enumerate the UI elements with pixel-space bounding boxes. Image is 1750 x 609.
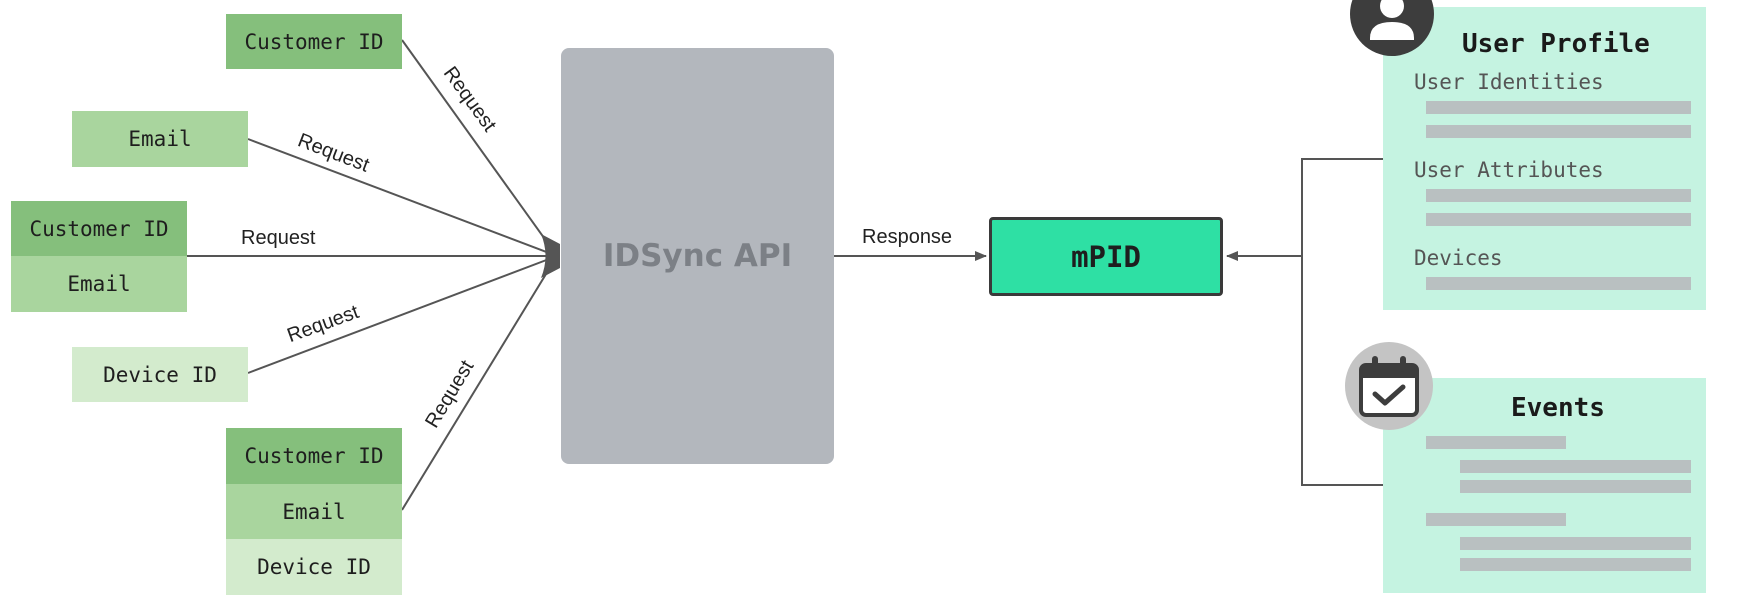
- customer-id-box: Customer ID: [226, 428, 402, 484]
- user-identities-label: User Identities: [1414, 70, 1604, 94]
- bracket-line: [1301, 158, 1383, 486]
- placeholder-bar: [1426, 213, 1691, 226]
- request-line-2: [247, 138, 558, 257]
- events-panel: Events: [1383, 378, 1706, 593]
- placeholder-bar: [1426, 513, 1566, 526]
- user-attributes-label: User Attributes: [1414, 158, 1604, 182]
- email-box: Email: [226, 484, 402, 539]
- calendar-check-icon: [1345, 342, 1433, 430]
- customer-id-box: Customer ID: [11, 201, 187, 256]
- request-line-1: [401, 39, 558, 257]
- person-icon: [1350, 0, 1434, 56]
- placeholder-bar: [1460, 460, 1691, 473]
- device-id-box: Device ID: [226, 539, 402, 595]
- mpid-label: mPID: [1071, 239, 1141, 274]
- placeholder-bar: [1460, 480, 1691, 493]
- idsync-api-label: IDSync API: [602, 238, 793, 274]
- events-title: Events: [1511, 393, 1605, 423]
- email-box: Email: [11, 256, 187, 312]
- user-profile-title: User Profile: [1462, 29, 1650, 59]
- converge-arrowhead: [541, 234, 560, 278]
- placeholder-bar: [1426, 436, 1566, 449]
- placeholder-bar: [1426, 101, 1691, 114]
- request-line-4: [247, 255, 558, 374]
- placeholder-bar: [1426, 277, 1691, 290]
- email-box: Email: [72, 111, 248, 167]
- placeholder-bar: [1460, 537, 1691, 550]
- device-id-box: Device ID: [72, 347, 248, 402]
- mpid-box: mPID: [989, 217, 1223, 296]
- customer-id-box: Customer ID: [226, 14, 402, 69]
- placeholder-bar: [1426, 189, 1691, 202]
- devices-label: Devices: [1414, 246, 1503, 270]
- user-profile-panel: User Profile User Identities User Attrib…: [1383, 7, 1706, 310]
- idsync-api-box: IDSync API: [561, 48, 834, 464]
- response-label: Response: [862, 226, 953, 248]
- request-label-3: Request: [241, 227, 316, 249]
- placeholder-bar: [1460, 558, 1691, 571]
- request-line-5: [401, 255, 558, 511]
- placeholder-bar: [1426, 125, 1691, 138]
